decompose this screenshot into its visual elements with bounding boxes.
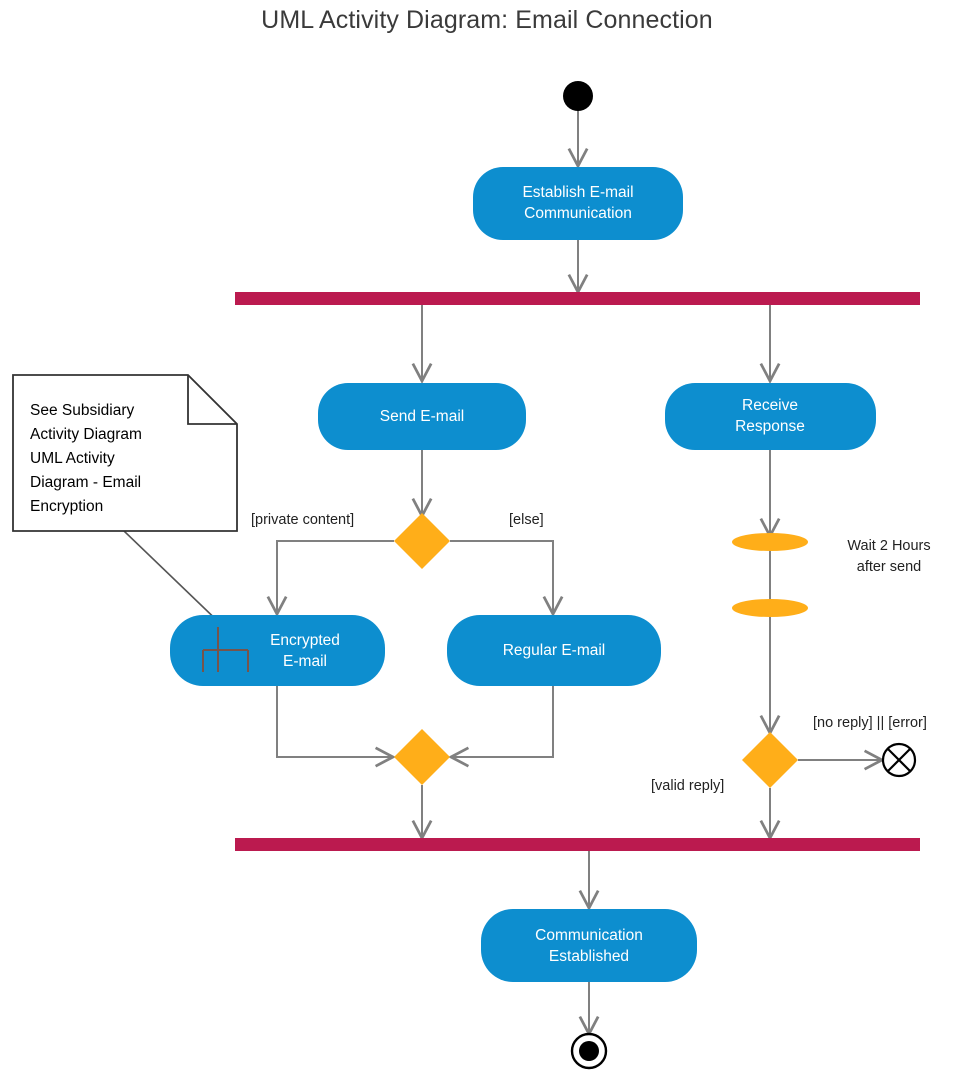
activity-label-line1: Communication xyxy=(535,927,643,944)
activity-final-node[interactable] xyxy=(570,1032,608,1070)
note-line-1: See Subsidiary xyxy=(30,402,135,419)
decision-node-content-type[interactable] xyxy=(394,513,450,569)
guard-label-no-reply-or-error: [no reply] || [error] xyxy=(813,715,927,731)
guard-label-private-content: [private content] xyxy=(251,512,354,528)
flow-final-node[interactable] xyxy=(881,742,917,778)
subdiagram-rake-icon xyxy=(202,627,249,672)
activity-label-line1: Establish E-mail xyxy=(522,184,633,201)
merge-node-email[interactable] xyxy=(394,729,450,785)
note-line-4: Diagram - Email xyxy=(30,474,141,491)
activity-label-line2: E-mail xyxy=(283,653,327,670)
annotation-wait-line1: Wait 2 Hours xyxy=(847,538,930,554)
activity-label-line2: Response xyxy=(735,418,805,435)
activity-label-line1: Regular E-mail xyxy=(503,642,606,659)
guard-label-valid-reply: [valid reply] xyxy=(651,778,724,794)
note-line-3: UML Activity xyxy=(30,450,115,467)
join-bar-bottom[interactable] xyxy=(235,838,920,851)
activity-receive-response[interactable]: Receive Response xyxy=(665,383,876,450)
fork-bar-top[interactable] xyxy=(235,292,920,305)
activity-establish-email-communication[interactable]: Establish E-mail Communication xyxy=(473,167,683,240)
guard-label-else: [else] xyxy=(509,512,544,528)
edge-layer xyxy=(123,110,882,1034)
annotation-wait-line2: after send xyxy=(857,559,922,575)
activity-label-line1: Encrypted xyxy=(270,632,340,649)
activity-label-line2: Communication xyxy=(524,205,632,222)
accept-time-event-two[interactable] xyxy=(732,599,808,617)
edge-encrypted-to-merge xyxy=(276,686,393,757)
activity-label-line1: Send E-mail xyxy=(380,408,464,425)
activity-send-email[interactable]: Send E-mail xyxy=(318,383,526,450)
note-line-2: Activity Diagram xyxy=(30,426,142,443)
note-line-5: Encryption xyxy=(30,498,103,515)
initial-node[interactable] xyxy=(563,81,593,111)
page-title: UML Activity Diagram: Email Connection xyxy=(261,6,713,34)
edge-decision-to-encrypted xyxy=(277,540,394,614)
activity-label-line1: Receive xyxy=(742,397,798,414)
activity-communication-established[interactable]: Communication Established xyxy=(481,909,697,982)
note-connector-line xyxy=(123,530,229,632)
decision-node-reply-validity[interactable] xyxy=(742,732,798,788)
activity-encrypted-email[interactable]: Encrypted E-mail xyxy=(170,615,385,686)
accept-time-event-one[interactable] xyxy=(732,533,808,551)
activity-label-line2: Established xyxy=(549,948,629,965)
activity-regular-email[interactable]: Regular E-mail xyxy=(447,615,661,686)
edge-regular-to-merge xyxy=(451,686,554,757)
edge-decision-to-regular xyxy=(450,540,553,614)
note-subsidiary-diagram[interactable]: See Subsidiary Activity Diagram UML Acti… xyxy=(12,374,238,532)
